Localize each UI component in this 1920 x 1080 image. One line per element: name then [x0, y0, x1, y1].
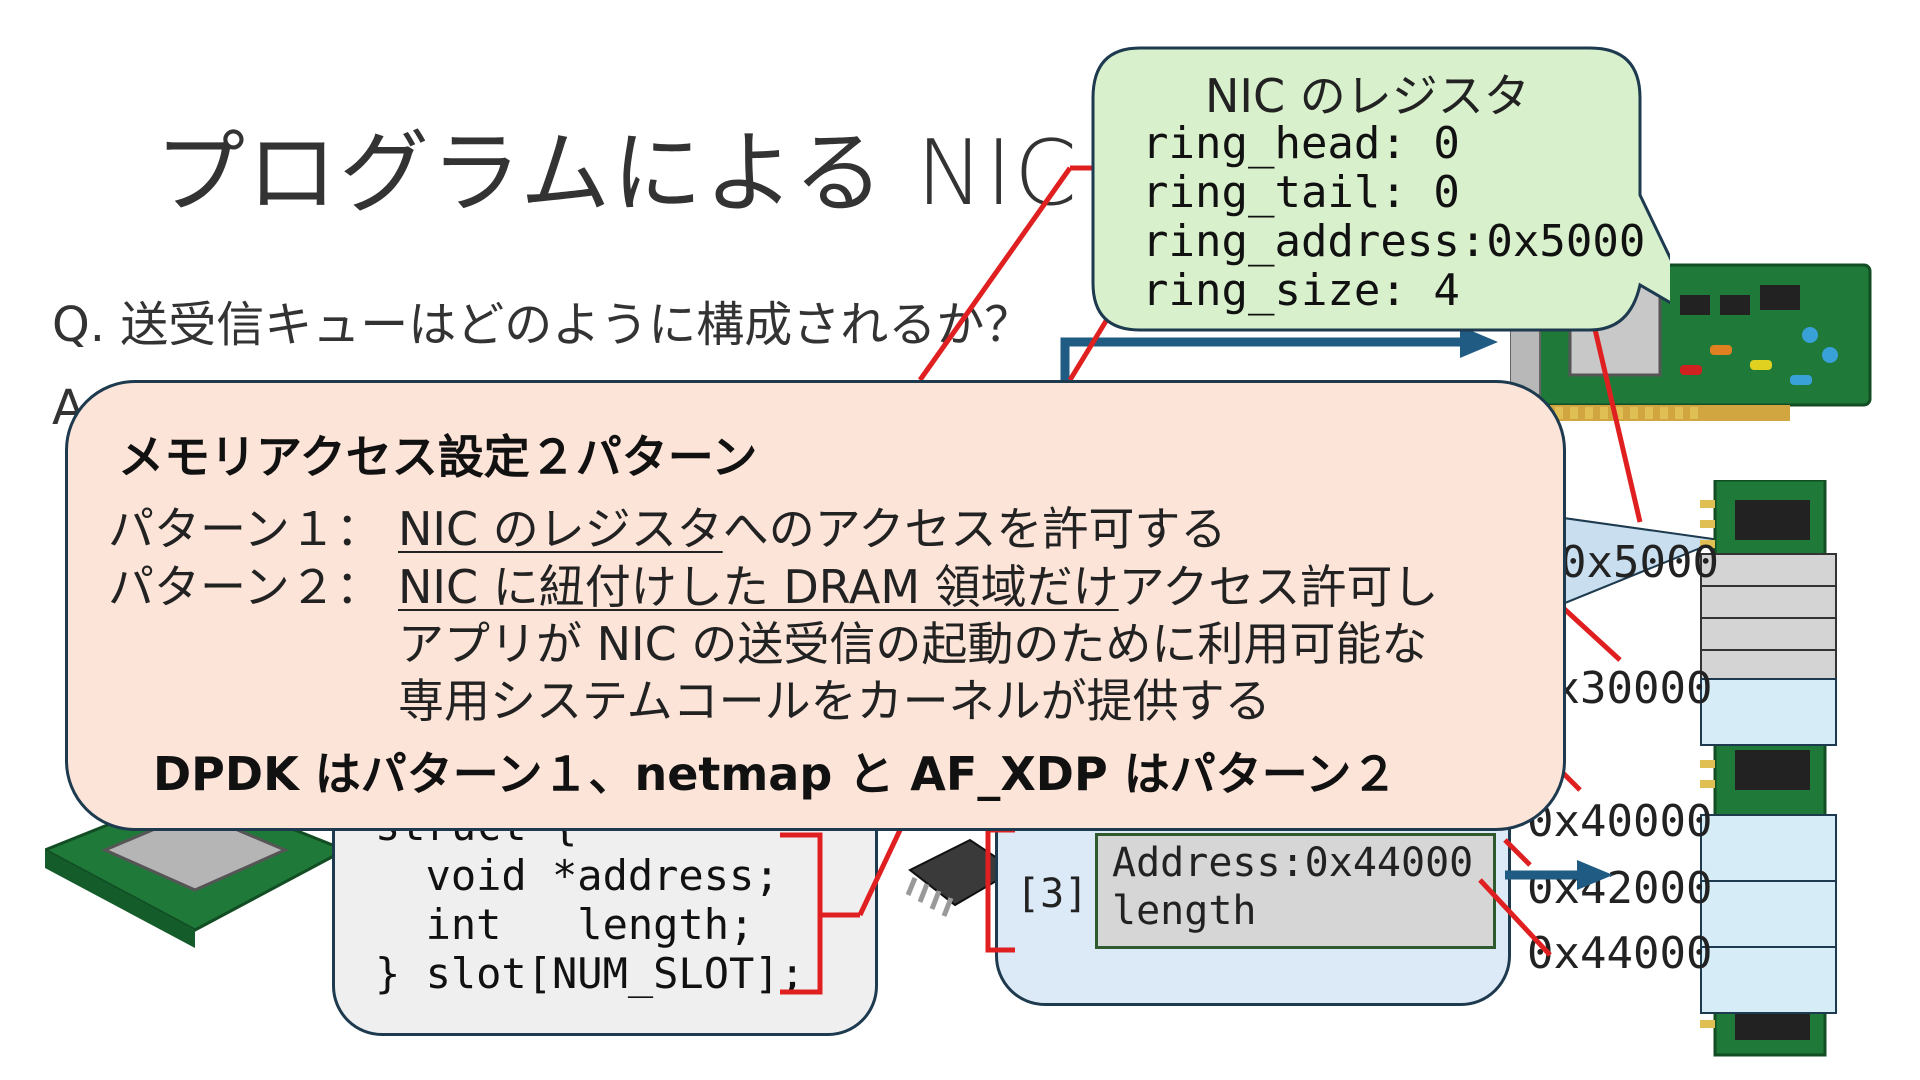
register-title: NIC のレジスタ: [1205, 69, 1530, 123]
register-line: ring_tail: 0: [1142, 167, 1460, 218]
panel-heading: メモリアクセス設定２パターン: [118, 430, 758, 484]
code-line: int length;: [375, 900, 755, 949]
memory-address: 0x5000: [1560, 537, 1719, 588]
pattern2-line3: 専用システムコールをカーネルが提供する: [398, 674, 1271, 728]
memory-slot: [1700, 678, 1837, 746]
question-text: Q. 送受信キューはどのように構成されるか？: [52, 297, 1033, 353]
memory-address: 0x40000: [1527, 796, 1713, 847]
memory-block: [1700, 617, 1837, 651]
slot-entry: Address:0x44000 length: [1095, 833, 1496, 949]
slide-title: プログラムによる NIC の: [155, 121, 1202, 226]
arrow-to-memory: [1505, 860, 1613, 890]
register-line: ring_address:0x5000: [1142, 216, 1646, 267]
pattern1-label: パターン１：: [108, 502, 382, 556]
slot-length: length: [1112, 888, 1257, 934]
pattern1-text: NIC のレジスタへのアクセスを許可する: [398, 493, 1226, 559]
pattern2-text: NIC に紐付けした DRAM 領域だけアクセス許可し: [398, 551, 1438, 617]
slot-address: Address:0x44000: [1112, 840, 1474, 886]
register-line: ring_size: 4: [1142, 265, 1460, 316]
pattern1-underlined: NIC のレジスタ: [398, 502, 723, 556]
pattern1-rest: へのアクセスを許可する: [722, 502, 1227, 556]
memory-address: 0x44000: [1527, 928, 1713, 979]
pattern2-line2: アプリが NIC の送受信の起動のために利用可能な: [398, 617, 1428, 671]
memory-slot: [1700, 946, 1837, 1014]
code-line: } slot[NUM_SLOT];: [375, 949, 805, 998]
register-line: ring_head: 0: [1142, 118, 1460, 169]
slot-index: [3]: [1016, 871, 1089, 917]
pattern2-underlined: NIC に紐付けした DRAM 領域だけ: [398, 560, 1119, 614]
pattern2-rest: アクセス許可し: [1118, 560, 1439, 614]
arrow-to-nic: [1060, 326, 1498, 395]
pattern2-label: パターン２：: [108, 560, 382, 614]
memory-slot: [1700, 814, 1837, 882]
register-balloon: [1091, 46, 1670, 332]
panel-conclusion: DPDK はパターン１、netmap と AF_XDP はパターン２: [153, 747, 1398, 801]
code-line: void *address;: [375, 851, 780, 900]
memory-access-panel: メモリアクセス設定２パターン パターン１： NIC のレジスタへのアクセスを許可…: [65, 380, 1566, 831]
